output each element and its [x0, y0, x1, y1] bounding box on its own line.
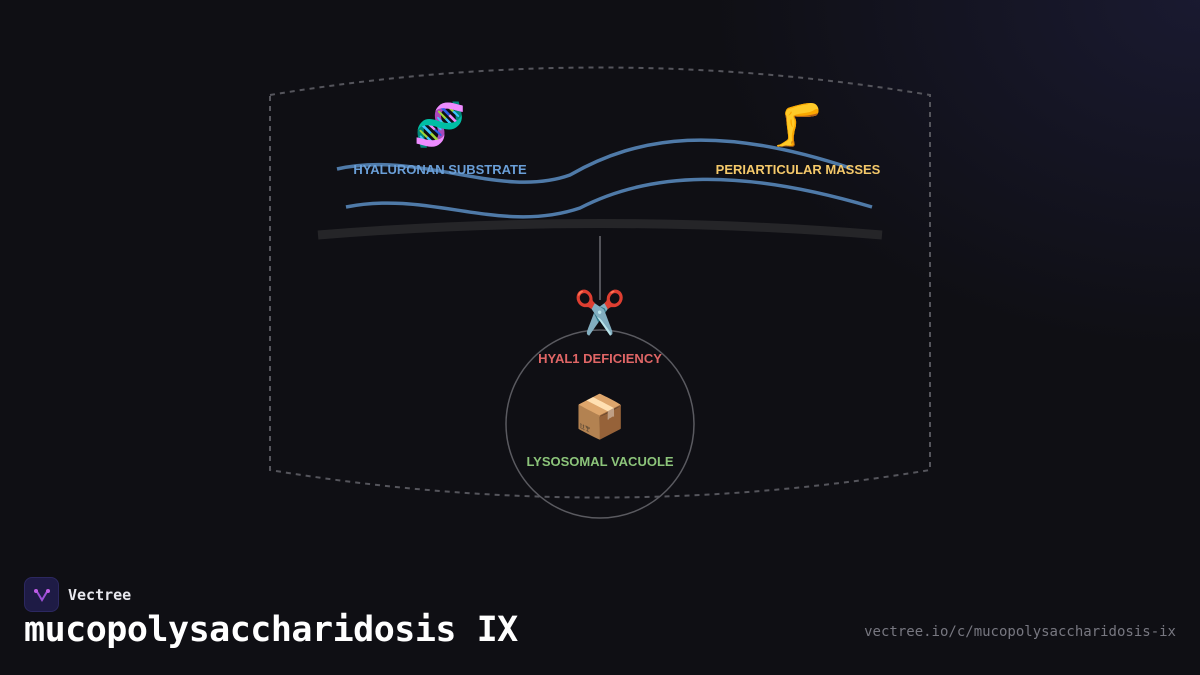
package-icon: 📦 — [573, 393, 627, 440]
brand: Vectree — [24, 577, 131, 612]
page-url[interactable]: vectree.io/c/mucopolysaccharidosis-ix — [864, 624, 1176, 640]
dna-icon: 🧬 — [413, 101, 467, 148]
node-label-deficiency: HYAL1 DEFICIENCY — [538, 351, 662, 366]
hyaluronan-strand-bottom — [345, 177, 873, 219]
vectree-logo-icon — [24, 577, 59, 612]
hyaluronan-strand-top — [336, 138, 851, 184]
node-label-substrate: HYALURONAN SUBSTRATE — [353, 162, 527, 177]
node-label-vacuole: LYSOSOMAL VACUOLE — [526, 454, 674, 469]
page-title: mucopolysaccharidosis IX — [24, 610, 518, 650]
dashed-boundary — [269, 66, 931, 499]
vacuole-circle — [505, 329, 695, 519]
scissors-icon: ✂️ — [573, 289, 627, 336]
leg-icon: 🦵 — [771, 101, 825, 148]
node-label-masses: PERIARTICULAR MASSES — [715, 162, 881, 177]
membrane-bar — [317, 219, 883, 240]
brand-name: Vectree — [68, 585, 132, 604]
